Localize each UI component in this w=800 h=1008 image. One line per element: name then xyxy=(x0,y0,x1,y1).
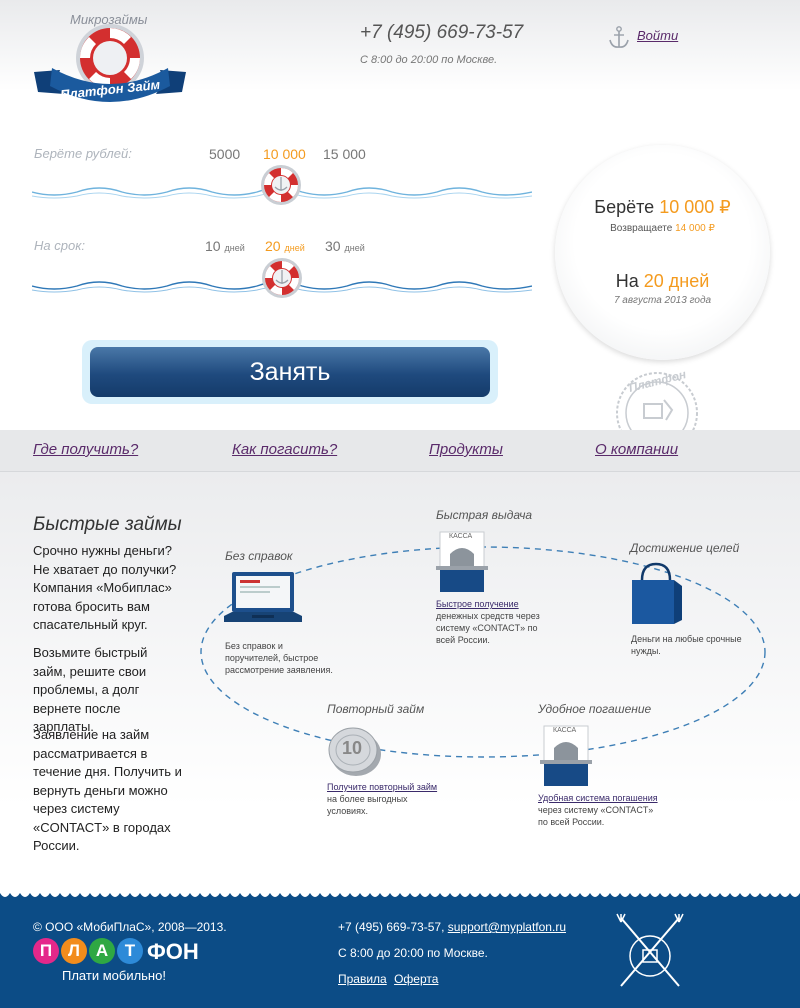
summary-return: Возвращаете 14 000 ₽ xyxy=(610,223,715,234)
section-title: Быстрые займы xyxy=(33,514,182,535)
footer-wave-edge xyxy=(0,889,800,897)
payment-desk-icon xyxy=(540,725,592,786)
term-option-20[interactable]: 20 дней xyxy=(265,238,305,254)
footer-slogan: Плати мобильно! xyxy=(62,968,166,983)
footer-offer-link[interactable]: Оферта xyxy=(394,972,439,986)
intro-paragraph-2: Возьмите быстрый займ, решите свои пробл… xyxy=(33,645,148,734)
brand-letter-l: Л xyxy=(61,938,87,964)
term-label: На срок: xyxy=(34,238,85,253)
step-repay-link[interactable]: Удобная система погашения xyxy=(538,793,658,803)
header: Микрозаймы Платфон Займ +7 (495) 669-73-… xyxy=(0,0,800,130)
coin-value: 10 xyxy=(342,738,363,758)
step-repeat-text: Получите повторный займ на более выгодны… xyxy=(327,782,438,816)
platfon-stamp: Платфон xyxy=(612,368,702,430)
brand-letter-p: П xyxy=(33,938,59,964)
nav-products[interactable]: Продукты xyxy=(429,441,503,458)
shopping-bag-icon xyxy=(632,562,682,624)
site-logo[interactable]: Микрозаймы Платфон Займ xyxy=(30,10,190,110)
term-slider-handle[interactable] xyxy=(260,256,304,300)
step-fast-link[interactable]: Быстрое получение xyxy=(436,599,519,609)
amount-slider-handle[interactable] xyxy=(259,163,303,207)
step-repay-kassa: КАССА xyxy=(553,727,577,734)
summary-take: Берёте 10 000 ₽ xyxy=(594,197,731,217)
step-no-docs-title: Без справок xyxy=(225,549,293,563)
step-repay-title: Удобное погашение xyxy=(538,702,652,716)
summary-date: 7 августа 2013 года xyxy=(613,295,712,306)
cashier-desk-icon xyxy=(436,531,488,592)
header-hours: С 8:00 до 20:00 по Москве. xyxy=(360,54,498,66)
brand-rest: ФОН xyxy=(147,938,199,964)
borrow-button[interactable]: Занять xyxy=(90,347,490,397)
step-fast-title: Быстрая выдача xyxy=(436,508,533,522)
login-link[interactable]: Войти xyxy=(637,28,679,43)
footer-email-link[interactable]: support@myplatfon.ru xyxy=(447,920,566,934)
summary-term: На 20 дней xyxy=(615,271,710,291)
step-goals-title: Достижение целей xyxy=(630,541,740,555)
anchor-icon xyxy=(609,26,629,48)
amount-option-10000[interactable]: 10 000 xyxy=(263,146,306,162)
main-nav: Где получить? Как погасить? Продукты О к… xyxy=(0,430,800,472)
step-no-docs-text: Без справок и поручителей, быстрое рассм… xyxy=(225,641,333,675)
footer-contact: +7 (495) 669-73-57, support@myplatfon.ru xyxy=(338,920,566,934)
step-repeat-link[interactable]: Получите повторный займ xyxy=(327,782,438,792)
logo-top-text: Микрозаймы xyxy=(70,12,148,27)
lifebuoy-logo-icon xyxy=(34,24,186,102)
brand-letter-a: А xyxy=(89,938,115,964)
stamp-icon xyxy=(616,372,698,430)
loan-summary: Берёте 10 000 ₽ Возвращаете 14 000 ₽ На … xyxy=(555,145,770,360)
step-repeat-title: Повторный займ xyxy=(327,702,425,716)
step-goals-text: Деньги на любые срочные нужды. xyxy=(631,634,742,656)
amount-option-15000[interactable]: 15 000 xyxy=(323,146,366,162)
coin-stack-icon xyxy=(328,727,381,776)
amount-option-5000[interactable]: 5000 xyxy=(209,146,241,162)
footer-hours: С 8:00 до 20:00 по Москве. xyxy=(338,946,488,960)
trident-emblem-icon xyxy=(616,913,684,987)
footer-copyright: © ООО «МобиПлаС», 2008—2013. xyxy=(33,920,227,934)
nav-how-to-repay[interactable]: Как погасить? xyxy=(232,441,338,458)
header-phone: +7 (495) 669-73-57 xyxy=(360,22,524,43)
amount-label: Берёте рублей: xyxy=(34,146,132,161)
intro-paragraph-3: Заявление на займ рассматривается в тече… xyxy=(33,727,182,853)
nav-about[interactable]: О компании xyxy=(595,441,679,458)
brand-letter-t: Т xyxy=(117,938,143,964)
term-option-10[interactable]: 10 дней xyxy=(205,238,245,254)
term-option-30[interactable]: 30 дней xyxy=(325,238,365,254)
main-content: Быстрые займы Срочно нужны деньги? Не хв… xyxy=(0,472,800,890)
footer-phone: +7 (495) 669-73-57, xyxy=(338,920,445,934)
nav-where-to-get[interactable]: Где получить? xyxy=(33,441,139,458)
footer-links: Правила Оферта xyxy=(338,972,442,986)
step-fast-kassa: КАССА xyxy=(449,533,473,540)
laptop-icon xyxy=(224,572,302,622)
footer-rules-link[interactable]: Правила xyxy=(338,972,387,986)
intro-paragraph-1: Срочно нужны деньги? Не хватает до получ… xyxy=(33,543,177,632)
